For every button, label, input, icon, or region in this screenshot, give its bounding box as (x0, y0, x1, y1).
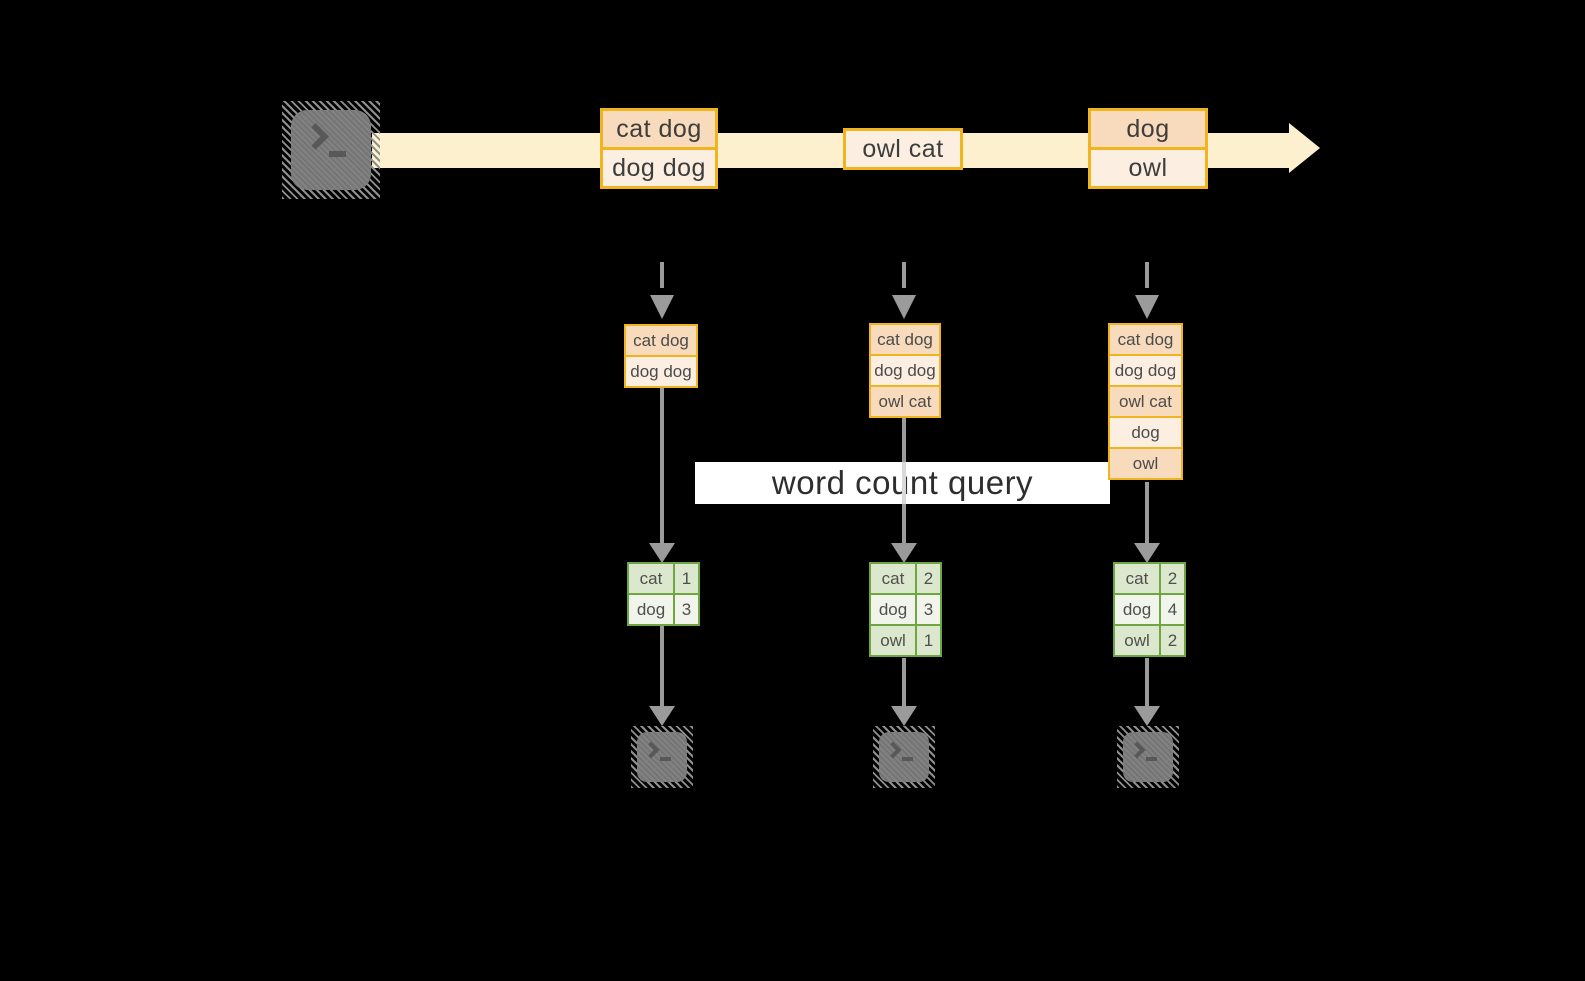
terminal-prompt-icon (1128, 741, 1146, 759)
count-value: 3 (675, 595, 698, 624)
count-word: dog (871, 595, 915, 624)
count-table-2: cat 2 dog 3 owl 1 (869, 562, 942, 657)
arrow-line (660, 387, 664, 543)
arrow-line (902, 658, 906, 706)
count-word: cat (1115, 564, 1159, 593)
state-record: owl cat (871, 385, 939, 416)
state-record: cat dog (871, 325, 939, 354)
arrow-line (1145, 482, 1149, 543)
count-value: 2 (1161, 626, 1184, 655)
terminal-cursor-icon (660, 757, 671, 761)
terminal-screen (879, 732, 929, 782)
arrow-head-icon (1134, 706, 1160, 726)
state-record: dog dog (871, 354, 939, 385)
state-record: dog (1110, 416, 1181, 447)
dashed-arrow-head-icon (650, 295, 674, 319)
state-stack-2: cat dog dog dog owl cat (869, 323, 941, 418)
stream-record: owl (1091, 147, 1205, 186)
state-stack-1: cat dog dog dog (624, 324, 698, 388)
terminal-prompt-icon (884, 741, 902, 759)
terminal-cursor-icon (902, 757, 913, 761)
stream-record-group-2: owl cat (843, 128, 963, 170)
state-stack-3: cat dog dog dog owl cat dog owl (1108, 323, 1183, 480)
state-record: owl (1110, 447, 1181, 478)
count-table-3: cat 2 dog 4 owl 2 (1113, 562, 1186, 657)
output-terminal-icon (1117, 726, 1179, 788)
dashed-arrow-head-icon (892, 295, 916, 319)
stream-record-group-3: dog owl (1088, 108, 1208, 189)
arrow-head-icon (891, 706, 917, 726)
count-table-1: cat 1 dog 3 (627, 562, 700, 626)
arrow-head-icon (649, 706, 675, 726)
state-record: dog dog (1110, 354, 1181, 385)
event-stream-arrowhead-icon (1289, 123, 1320, 173)
dashed-arrow-head-icon (1135, 295, 1159, 319)
count-value: 1 (917, 626, 940, 655)
source-terminal-icon (282, 101, 380, 199)
count-word: cat (871, 564, 915, 593)
arrow-head-icon (1134, 543, 1160, 563)
state-record: dog dog (626, 355, 696, 386)
count-value: 2 (1161, 564, 1184, 593)
state-record: owl cat (1110, 385, 1181, 416)
terminal-prompt-icon (642, 741, 660, 759)
terminal-screen (291, 110, 371, 190)
arrow-line (660, 626, 664, 706)
terminal-cursor-icon (329, 151, 346, 157)
count-value: 1 (675, 564, 698, 593)
state-record: cat dog (1110, 325, 1181, 354)
dashed-arrow-line (902, 262, 906, 288)
count-word: owl (871, 626, 915, 655)
stream-record: owl cat (846, 131, 960, 167)
stream-record-group-1: cat dog dog dog (600, 108, 718, 189)
arrow-through-banner (902, 462, 906, 504)
terminal-cursor-icon (1146, 757, 1157, 761)
arrow-head-icon (891, 543, 917, 563)
terminal-screen (637, 732, 687, 782)
count-word: dog (629, 595, 673, 624)
state-record: cat dog (626, 326, 696, 355)
count-word: dog (1115, 595, 1159, 624)
stream-record: dog (1091, 111, 1205, 147)
output-terminal-icon (631, 726, 693, 788)
output-terminal-icon (873, 726, 935, 788)
count-word: owl (1115, 626, 1159, 655)
count-word: cat (629, 564, 673, 593)
terminal-prompt-icon (302, 123, 329, 150)
stream-record: dog dog (603, 147, 715, 186)
count-value: 3 (917, 595, 940, 624)
arrow-head-icon (649, 543, 675, 563)
dashed-arrow-line (660, 262, 664, 288)
arrow-line (1145, 658, 1149, 706)
dashed-arrow-line (1145, 262, 1149, 288)
count-value: 2 (917, 564, 940, 593)
stream-record: cat dog (603, 111, 715, 147)
terminal-screen (1123, 732, 1173, 782)
count-value: 4 (1161, 595, 1184, 624)
